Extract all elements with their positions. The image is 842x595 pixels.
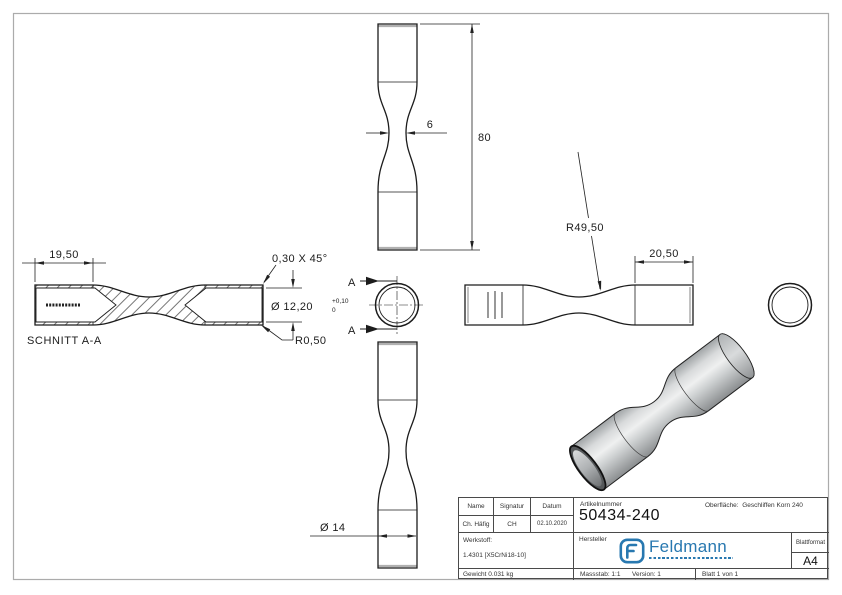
tube-bore xyxy=(572,450,602,487)
feldmann-logo-text: Feldmann xyxy=(649,537,727,556)
dim-total-length xyxy=(420,23,480,251)
bore-tol-minus: 0 xyxy=(332,307,336,314)
version-value: Version: 1 xyxy=(632,571,661,578)
dim-bore xyxy=(266,270,302,340)
fillet-text: R0,50 xyxy=(295,335,326,347)
hersteller-cell: Hersteller Feldmann xyxy=(574,533,792,569)
section-arrow-top xyxy=(366,276,379,286)
section-arrow-bottom xyxy=(366,324,379,334)
section-letter-top: A xyxy=(348,277,356,289)
blattformat-value-cell: A4 xyxy=(792,553,829,569)
werkstoff-value: 1.4301 [X5CrNi18-10] xyxy=(463,552,526,559)
neck-radius-text: R49,50 xyxy=(566,222,604,234)
bore-right xyxy=(184,287,263,323)
artikelnummer-cell: Artikelnummer 50434-240 Oberfläche: Gesc… xyxy=(574,498,829,533)
view-3d-render xyxy=(569,333,755,492)
leader-chamfer xyxy=(263,264,277,284)
section-label: SCHNITT A-A xyxy=(27,335,102,347)
chamfer-text: 0,30 X 45° xyxy=(272,253,328,265)
gewicht-value: Gewicht 0.031 kg xyxy=(463,571,514,578)
view-cut-plane xyxy=(360,276,425,334)
view-section xyxy=(34,284,264,326)
dim-20-50 xyxy=(634,256,694,283)
artikelnummer-label: Artikelnummer xyxy=(580,501,622,508)
massstab-value: Massstab: 1:1 xyxy=(580,571,621,578)
dim-20-50-text: 20,50 xyxy=(649,248,679,260)
dim-waist xyxy=(366,131,447,135)
dim-19-50 xyxy=(22,258,106,282)
bore-dia-text: Ø 12,20 xyxy=(271,301,313,313)
title-block: Name Signatur Datum Ch. Häfig CH 02.10.2… xyxy=(458,497,829,580)
oberflaeche: Oberfläche: Geschliffen Korn 240 xyxy=(705,502,803,509)
section-letter-bottom: A xyxy=(348,325,356,337)
dim-outer-dia xyxy=(310,534,417,538)
feldmann-logo-tagline xyxy=(649,556,733,559)
feldmann-logo-icon xyxy=(619,538,645,564)
signatur-label-cell: Signatur xyxy=(494,498,531,516)
dim-6-text: 6 xyxy=(427,119,434,131)
signatur-value-cell: CH xyxy=(494,516,531,533)
dim-80-text: 80 xyxy=(478,132,491,144)
sheet-frame xyxy=(12,12,830,581)
massstab-cell: Massstab: 1:1 Version: 1 xyxy=(574,569,696,580)
view-side xyxy=(464,284,694,326)
view-end-circle xyxy=(767,282,813,328)
blatt-value: Blatt 1 von 1 xyxy=(702,571,739,578)
blatt-cell: Blatt 1 von 1 xyxy=(696,569,829,580)
gewicht-cell: Gewicht 0.031 kg xyxy=(459,569,574,580)
artikelnummer-value: 50434-240 xyxy=(579,507,661,524)
leader-fillet xyxy=(261,325,293,341)
werkstoff-cell: Werkstoff: 1.4301 [X5CrNi18-10] xyxy=(459,533,574,569)
outer-dia-text: Ø 14 xyxy=(320,522,345,534)
bore-tol-plus: +0,10 xyxy=(332,298,349,305)
oberflaeche-value: Geschliffen Korn 240 xyxy=(742,502,803,509)
view-front-bottom xyxy=(377,341,418,569)
datum-value-cell: 02.10.2020 xyxy=(531,516,574,533)
name-label-cell: Name xyxy=(459,498,494,516)
datum-label-cell: Datum xyxy=(531,498,574,516)
dim-19-50-text: 19,50 xyxy=(49,249,79,261)
name-value-cell: Ch. Häfig xyxy=(459,516,494,533)
blattformat-label-cell: Blattformat xyxy=(792,533,829,553)
view-front-top xyxy=(377,23,418,251)
feldmann-logo: Feldmann xyxy=(619,538,733,564)
werkstoff-label: Werkstoff: xyxy=(463,537,493,544)
leader-neck-radius xyxy=(577,151,602,291)
oberflaeche-label: Oberfläche: xyxy=(705,502,739,509)
hersteller-label: Hersteller xyxy=(579,536,607,543)
